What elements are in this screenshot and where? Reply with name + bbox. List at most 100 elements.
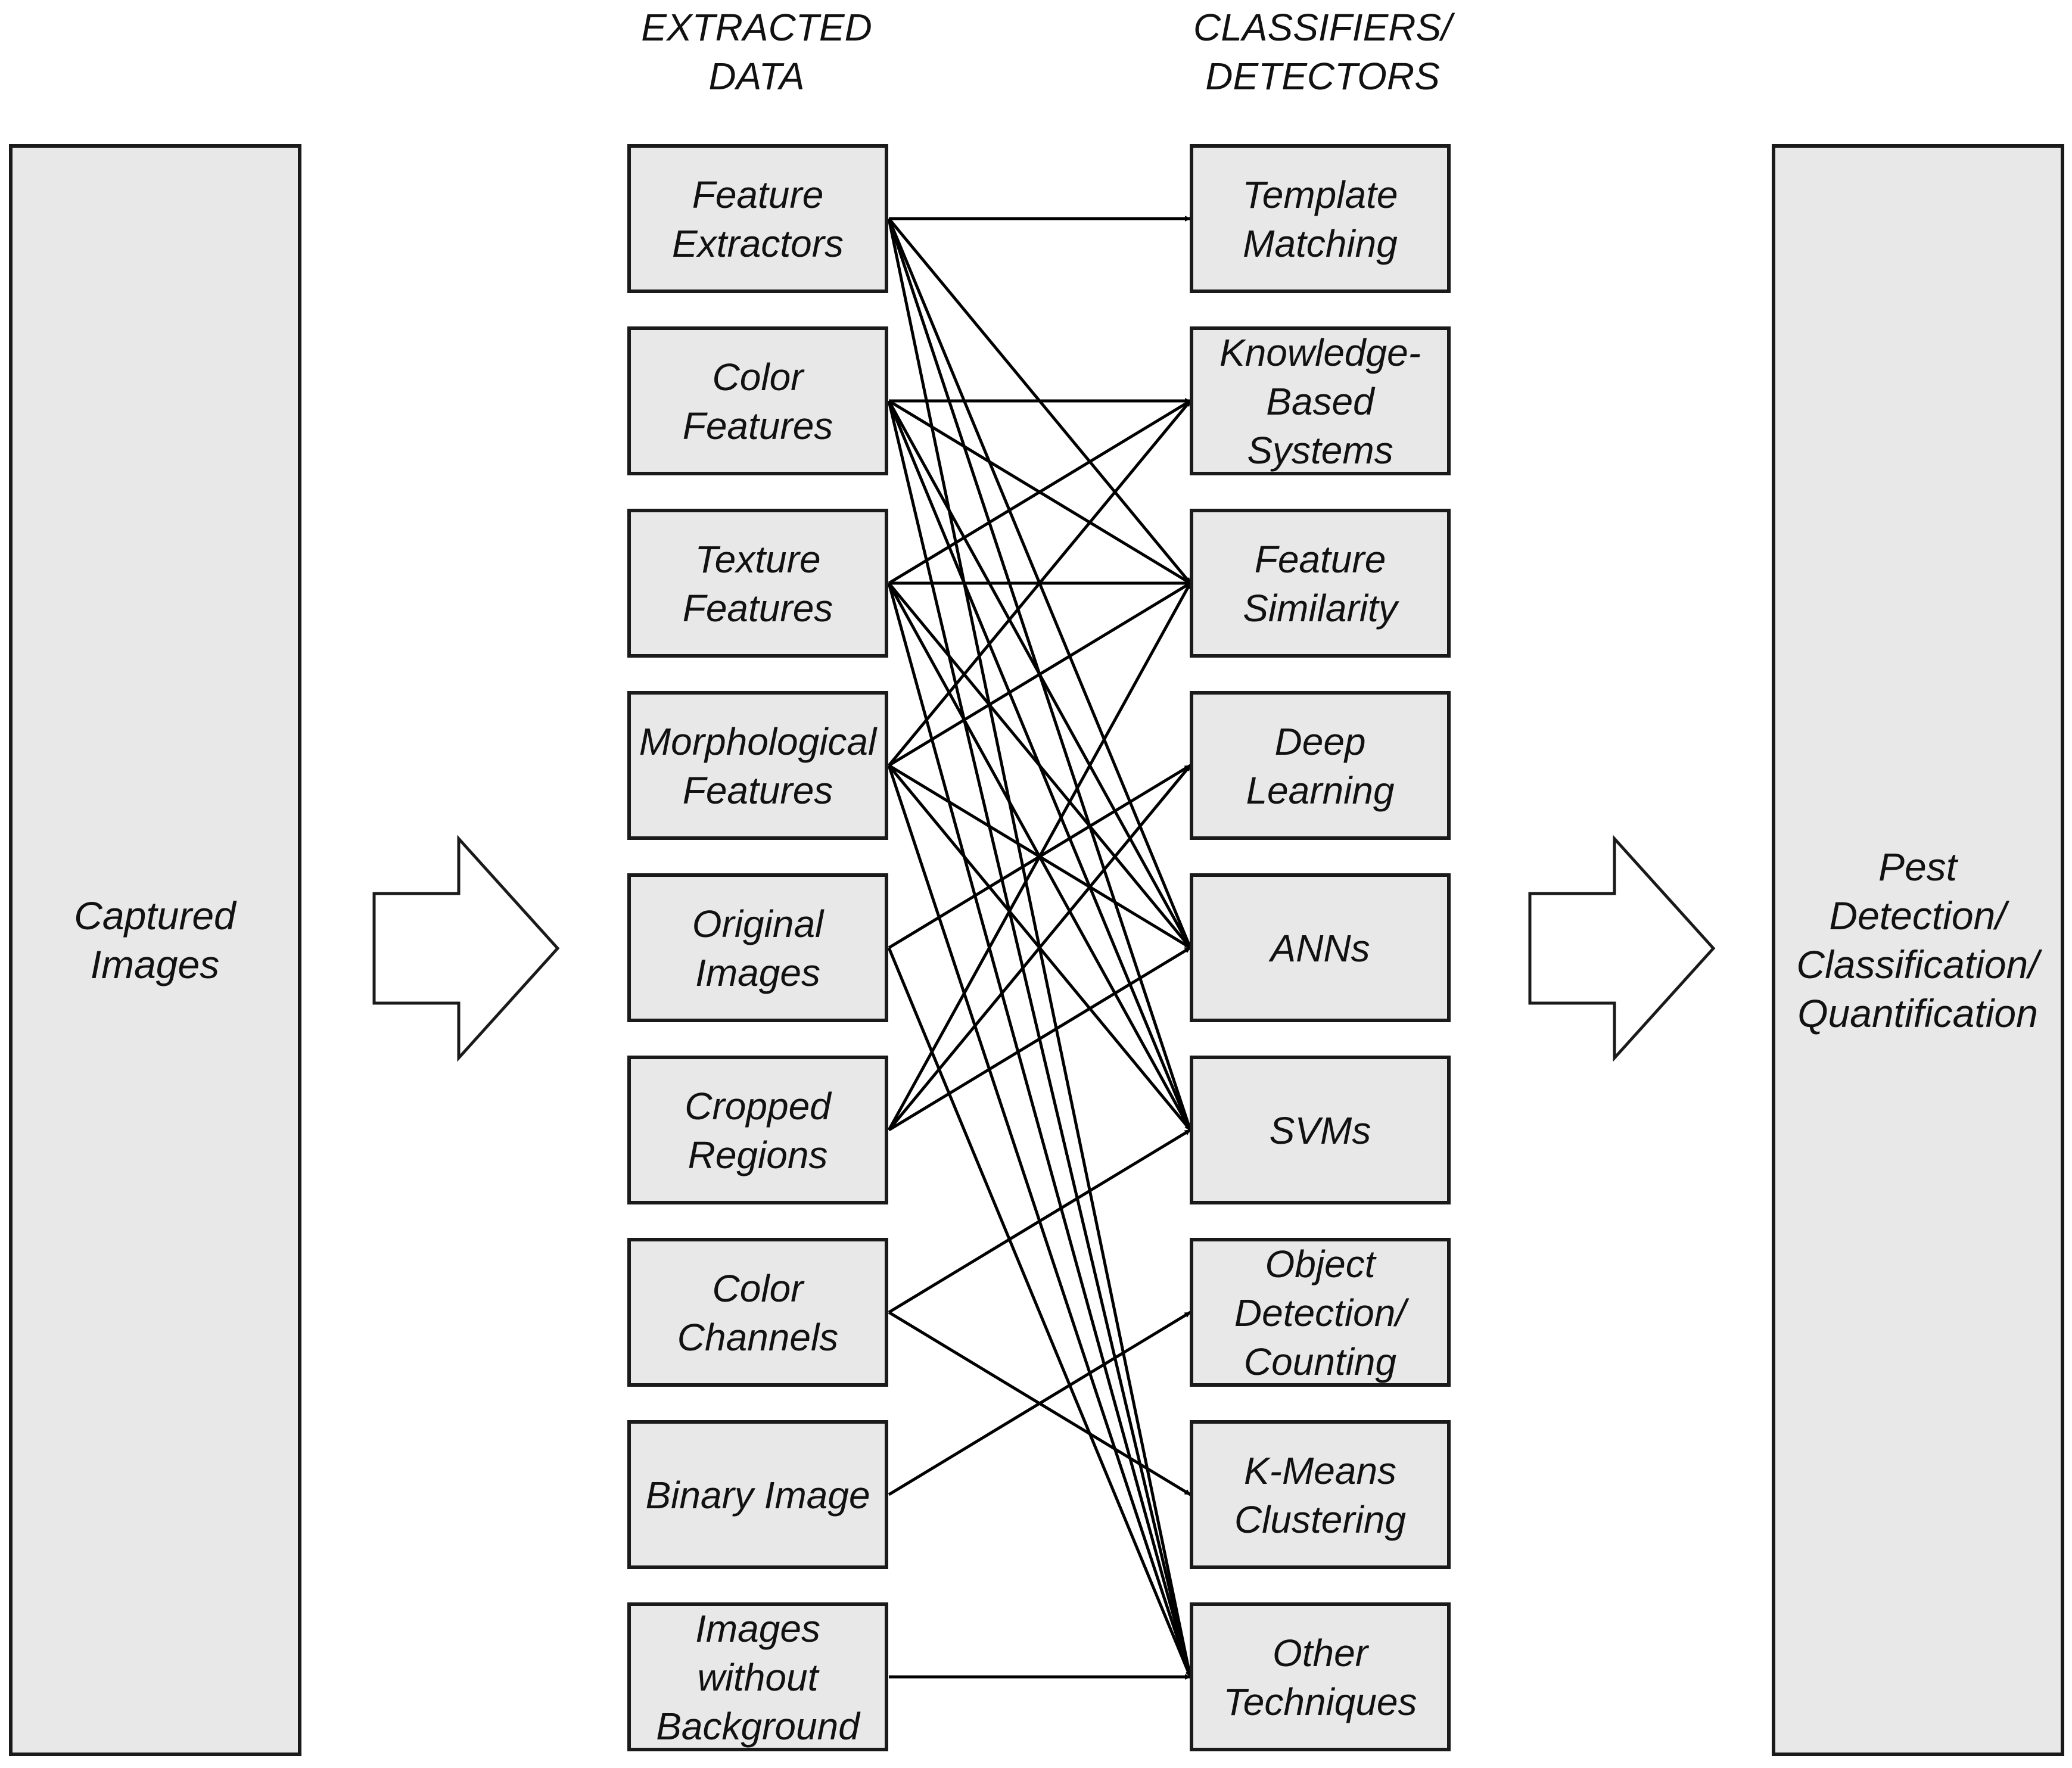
classifier-box [1190,144,1451,293]
connection-texture-features-to-other-techniques [887,583,1192,1677]
classifier-label: Matching [1243,222,1398,265]
classifier-box [1190,326,1451,475]
classifier-label: Similarity [1243,587,1400,630]
extracted-label: Features [683,769,833,812]
output-line-2: Detection/ [1829,894,2010,938]
classifier-box [1190,1238,1451,1387]
input-flow-arrow [372,835,560,1062]
extracted-box [627,1420,888,1569]
classifier-box [1190,1420,1451,1569]
connection-cropped-regions-to-feature-similarity [887,582,1192,1131]
extracted-label: Cropped [685,1085,832,1128]
extracted-label: Color [713,356,805,399]
classifier-svms: SVMs [1190,1056,1451,1204]
connection-binary-image-to-object-detection-counting [888,1311,1191,1496]
classifier-label: Template [1243,173,1398,216]
connection-cropped-regions-to-deep-learning [888,764,1191,1131]
extracted-box [627,1056,888,1204]
connection-morphological-features-to-knowledge-based-systems [888,400,1191,767]
extracted-label: Images [695,1607,820,1650]
extracted-label: Color [713,1267,805,1310]
classifier-box [1190,1056,1451,1204]
extracted-box [627,326,888,475]
extracted-label: Channels [677,1316,838,1359]
output-line-1: Pest [1878,845,1959,889]
extracted-label: Regions [688,1134,828,1176]
extracted-label: Features [683,404,833,447]
captured-images-block: Captured Images [9,144,301,1756]
extracted-binary-image: Binary Image [627,1420,888,1569]
connections-layer [887,216,1193,1680]
connection-morphological-features-to-feature-similarity [888,581,1191,767]
connection-color-channels-to-svms [888,1128,1191,1314]
classifier-anns: ANNs [1190,873,1451,1022]
connection-texture-features-to-anns [888,582,1191,949]
classifier-label: SVMs [1270,1109,1371,1152]
extracted-label: Extractors [672,222,844,265]
classifier-label: Systems [1247,429,1393,472]
output-line-4: Quantification [1797,991,2038,1035]
extracted-box [627,691,888,840]
pest-detection-block: Pest Detection/ Classification/ Quantifi… [1772,144,2064,1756]
extracted-label: Morphological [639,720,878,763]
output-flow-arrow [1528,835,1716,1062]
extracted-data-header-line-1: EXTRACTED [641,6,872,49]
extracted-label: Original [692,902,825,945]
extracted-label: without [698,1656,820,1699]
classifier-label: Counting [1244,1340,1397,1383]
classifier-label: Clustering [1234,1498,1407,1541]
classifier-label: Feature [1255,538,1386,581]
classifier-box [1190,509,1451,658]
extracted-data-column: FeatureExtractorsColorFeaturesTextureFea… [627,144,888,1751]
connection-texture-features-to-knowledge-based-systems [888,399,1191,585]
extracted-label: Feature [692,173,824,216]
extracted-label: Images [695,951,820,994]
extracted-box [627,509,888,658]
extracted-label: Texture [695,538,820,581]
extracted-box [627,1602,888,1751]
output-line-3: Classification/ [1796,942,2043,986]
classifier-label: K-Means [1244,1449,1396,1492]
classifier-label: Object [1265,1243,1377,1285]
classifier-box [1190,691,1451,840]
classifier-label: Other [1273,1632,1370,1674]
classifier-label: Based [1266,380,1376,423]
classifier-label: Knowledge- [1219,331,1421,374]
extracted-label: Features [683,587,833,630]
extracted-label: Background [656,1705,861,1748]
extracted-box [627,1238,888,1387]
extracted-box [627,144,888,293]
captured-images-line-1: Captured [74,894,237,938]
extracted-data-header: EXTRACTED DATA [641,6,872,98]
classifiers-header: CLASSIFIERS/ DETECTORS [1193,6,1455,98]
captured-images-line-2: Images [91,942,219,986]
classifier-label: Detection/ [1234,1291,1410,1334]
classifier-label: Learning [1246,769,1395,812]
classifier-label: ANNs [1268,927,1370,970]
connection-cropped-regions-to-anns [888,946,1191,1132]
connection-original-images-to-other-techniques [887,947,1192,1677]
classifiers-header-line-1: CLASSIFIERS/ [1193,6,1455,49]
classifier-label: Techniques [1224,1680,1417,1723]
classifier-box [1190,1602,1451,1751]
classifiers-header-line-2: DETECTORS [1205,55,1440,98]
extracted-data-header-line-2: DATA [708,55,804,98]
extracted-label: Binary Image [645,1474,870,1517]
extracted-box [627,873,888,1022]
